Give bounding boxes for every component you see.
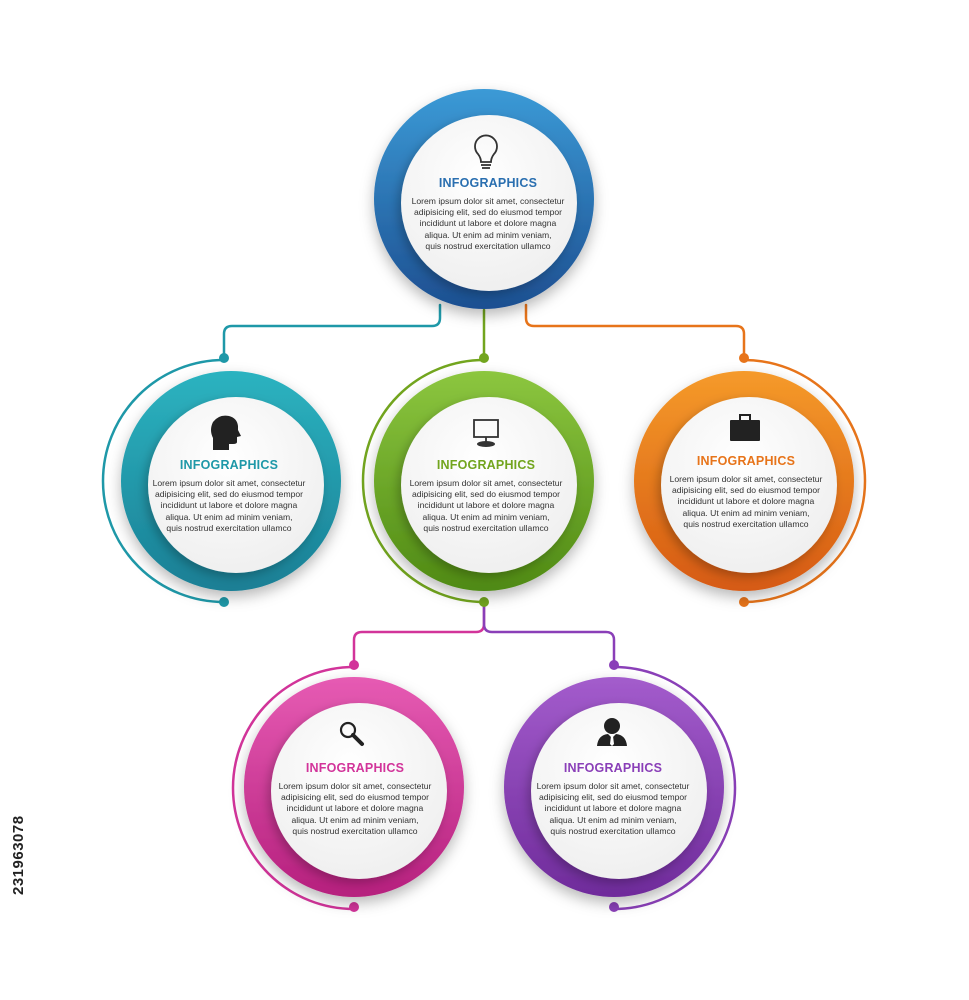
dot (739, 597, 749, 607)
node-bottom-right (504, 677, 724, 897)
node-text-bottom-right: INFOGRAPHICS Lorem ipsum dolor sit amet,… (524, 761, 702, 837)
dot (219, 597, 229, 607)
monitor-icon (473, 419, 499, 447)
node-title: INFOGRAPHICS (563, 761, 663, 775)
body-line: adipisicing elit, sed do eiusmod tempor (538, 792, 688, 803)
node-text-left: INFOGRAPHICS Lorem ipsum dolor sit amet,… (140, 458, 318, 534)
body-line: incididunt ut labore et dolore magna (160, 500, 298, 511)
body-line: adipisicing elit, sed do eiusmod tempor (154, 489, 304, 500)
arc-left (101, 358, 226, 604)
dot (609, 902, 619, 912)
node-body: Lorem ipsum dolor sit amet, consectetur … (524, 781, 702, 837)
dot (349, 660, 359, 670)
body-line: Lorem ipsum dolor sit amet, consectetur (278, 781, 432, 791)
node-left (121, 371, 341, 591)
user-icon (597, 718, 627, 746)
body-line: incididunt ut labore et dolore magna (417, 500, 555, 511)
arc-bottom-right (612, 665, 737, 911)
lightbulb-icon (474, 134, 498, 169)
body-line: adipisicing elit, sed do eiusmod tempor (411, 489, 561, 500)
body-line: incididunt ut labore et dolore magna (419, 218, 557, 229)
node-title: INFOGRAPHICS (305, 761, 405, 775)
connector-top-right (524, 303, 746, 358)
connector-center-bottom-right (482, 600, 616, 666)
dot (479, 353, 489, 363)
node-text-center: INFOGRAPHICS Lorem ipsum dolor sit amet,… (397, 458, 575, 534)
body-line: Lorem ipsum dolor sit amet, consectetur (669, 474, 823, 484)
connector-lines (101, 303, 867, 911)
body-line: quis nostrud exercitation ullamco (292, 825, 418, 836)
node-body: Lorem ipsum dolor sit amet, consectetur … (399, 196, 577, 252)
node-title: INFOGRAPHICS (179, 458, 279, 472)
dot (609, 660, 619, 670)
body-line: quis nostrud exercitation ullamco (550, 825, 676, 836)
body-line: quis nostrud exercitation ullamco (425, 240, 551, 251)
body-line: aliqua. Ut enim ad minim veniam, (291, 814, 419, 825)
connector-center-bottom-left (352, 600, 486, 666)
node-text-bottom-left: INFOGRAPHICS Lorem ipsum dolor sit amet,… (266, 761, 444, 837)
node-top (374, 89, 594, 309)
head-profile-icon (211, 415, 241, 450)
node-right (634, 371, 854, 591)
body-line: quis nostrud exercitation ullamco (423, 522, 549, 533)
briefcase-icon (730, 414, 760, 441)
stock-id-label: 231963078 (10, 815, 27, 895)
node-body: Lorem ipsum dolor sit amet, consectetur … (397, 478, 575, 534)
node-center (374, 371, 594, 591)
body-line: incididunt ut labore et dolore magna (677, 496, 815, 507)
body-line: quis nostrud exercitation ullamco (683, 518, 809, 529)
arc-right (742, 358, 867, 604)
dot (739, 353, 749, 363)
connector-dots (219, 353, 749, 912)
body-line: aliqua. Ut enim ad minim veniam, (422, 511, 550, 522)
body-line: aliqua. Ut enim ad minim veniam, (549, 814, 677, 825)
dot (219, 353, 229, 363)
body-line: adipisicing elit, sed do eiusmod tempor (671, 485, 821, 496)
connector-top-left (222, 303, 442, 358)
body-line: incididunt ut labore et dolore magna (544, 803, 682, 814)
body-line: Lorem ipsum dolor sit amet, consectetur (409, 478, 563, 488)
body-line: Lorem ipsum dolor sit amet, consectetur (152, 478, 306, 488)
node-text-right: INFOGRAPHICS Lorem ipsum dolor sit amet,… (657, 454, 835, 530)
body-line: aliqua. Ut enim ad minim veniam, (424, 229, 552, 240)
body-line: Lorem ipsum dolor sit amet, consectetur (536, 781, 690, 791)
node-title: INFOGRAPHICS (696, 454, 796, 468)
body-line: aliqua. Ut enim ad minim veniam, (682, 507, 810, 518)
body-line: adipisicing elit, sed do eiusmod tempor (280, 792, 430, 803)
magnifier-icon (339, 721, 364, 746)
node-text-top: INFOGRAPHICS Lorem ipsum dolor sit amet,… (399, 176, 577, 252)
node-title: INFOGRAPHICS (436, 458, 536, 472)
arc-bottom-left (231, 665, 356, 911)
body-line: Lorem ipsum dolor sit amet, consectetur (411, 196, 565, 206)
node-body: Lorem ipsum dolor sit amet, consectetur … (266, 781, 444, 837)
body-line: quis nostrud exercitation ullamco (166, 522, 292, 533)
node-title: INFOGRAPHICS (438, 176, 538, 190)
dot (479, 597, 489, 607)
body-line: aliqua. Ut enim ad minim veniam, (165, 511, 293, 522)
arc-center (361, 358, 486, 604)
body-line: adipisicing elit, sed do eiusmod tempor (413, 207, 563, 218)
dot (349, 902, 359, 912)
node-body: Lorem ipsum dolor sit amet, consectetur … (140, 478, 318, 534)
node-body: Lorem ipsum dolor sit amet, consectetur … (657, 474, 835, 530)
body-line: incididunt ut labore et dolore magna (286, 803, 424, 814)
node-bottom-left (244, 677, 464, 897)
